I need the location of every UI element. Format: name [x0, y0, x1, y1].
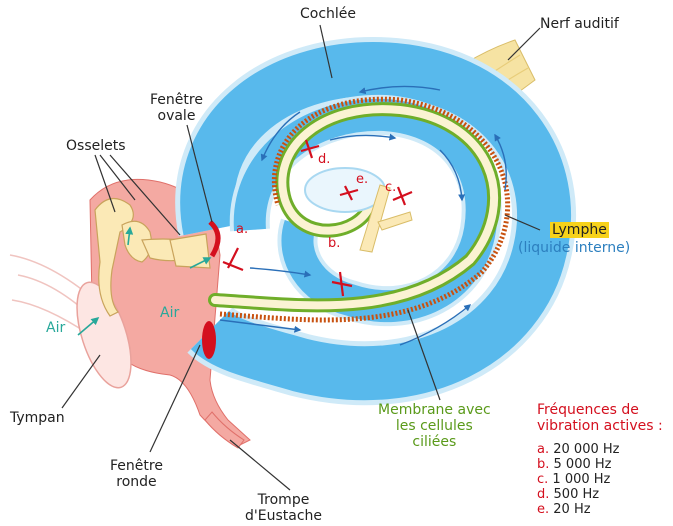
label-osselets: Osselets: [66, 138, 126, 154]
label-tympan: Tympan: [10, 410, 65, 426]
legend-item: e. 20 Hz: [537, 502, 619, 517]
label-membrane: Membrane avec les cellules ciliées: [378, 402, 491, 450]
legend-key: b.: [537, 457, 549, 472]
legend-key: c.: [537, 472, 548, 487]
legend-value: 1 000 Hz: [552, 472, 610, 487]
label-air-middle: Air: [160, 305, 179, 321]
round-window: [202, 321, 216, 359]
legend-list: a. 20 000 Hz b. 5 000 Hz c. 1 000 Hz d. …: [537, 442, 619, 517]
legend-item: c. 1 000 Hz: [537, 472, 619, 487]
legend-value: 20 Hz: [553, 502, 590, 517]
legend-key: a.: [537, 442, 549, 457]
marker-c: c.: [385, 180, 396, 195]
marker-b: b.: [328, 236, 340, 251]
label-nerf-auditif: Nerf auditif: [540, 16, 619, 32]
legend-value: 5 000 Hz: [554, 457, 612, 472]
label-fenetre-ovale: Fenêtre ovale: [150, 92, 203, 124]
legend-key: e.: [537, 502, 549, 517]
label-air-left: Air: [46, 320, 65, 336]
label-fenetre-ronde: Fenêtre ronde: [110, 458, 163, 490]
marker-a: a.: [236, 222, 248, 237]
legend-title: Fréquences de vibration actives :: [537, 402, 663, 434]
label-cochlee: Cochlée: [300, 6, 356, 22]
legend-item: b. 5 000 Hz: [537, 457, 619, 472]
lymphe-highlight: Lymphe: [550, 222, 609, 238]
label-lymphe: Lymphe: [550, 222, 609, 238]
label-liquide-interne: (liquide interne): [518, 240, 630, 256]
marker-d: d.: [318, 152, 330, 167]
marker-a-line: [223, 248, 243, 270]
marker-e: e.: [356, 172, 368, 187]
legend-key: d.: [537, 487, 549, 502]
legend-item: d. 500 Hz: [537, 487, 619, 502]
legend-value: 500 Hz: [554, 487, 600, 502]
label-trompe-eustache: Trompe d'Eustache: [245, 492, 322, 524]
legend-value: 20 000 Hz: [553, 442, 619, 457]
legend-item: a. 20 000 Hz: [537, 442, 619, 457]
